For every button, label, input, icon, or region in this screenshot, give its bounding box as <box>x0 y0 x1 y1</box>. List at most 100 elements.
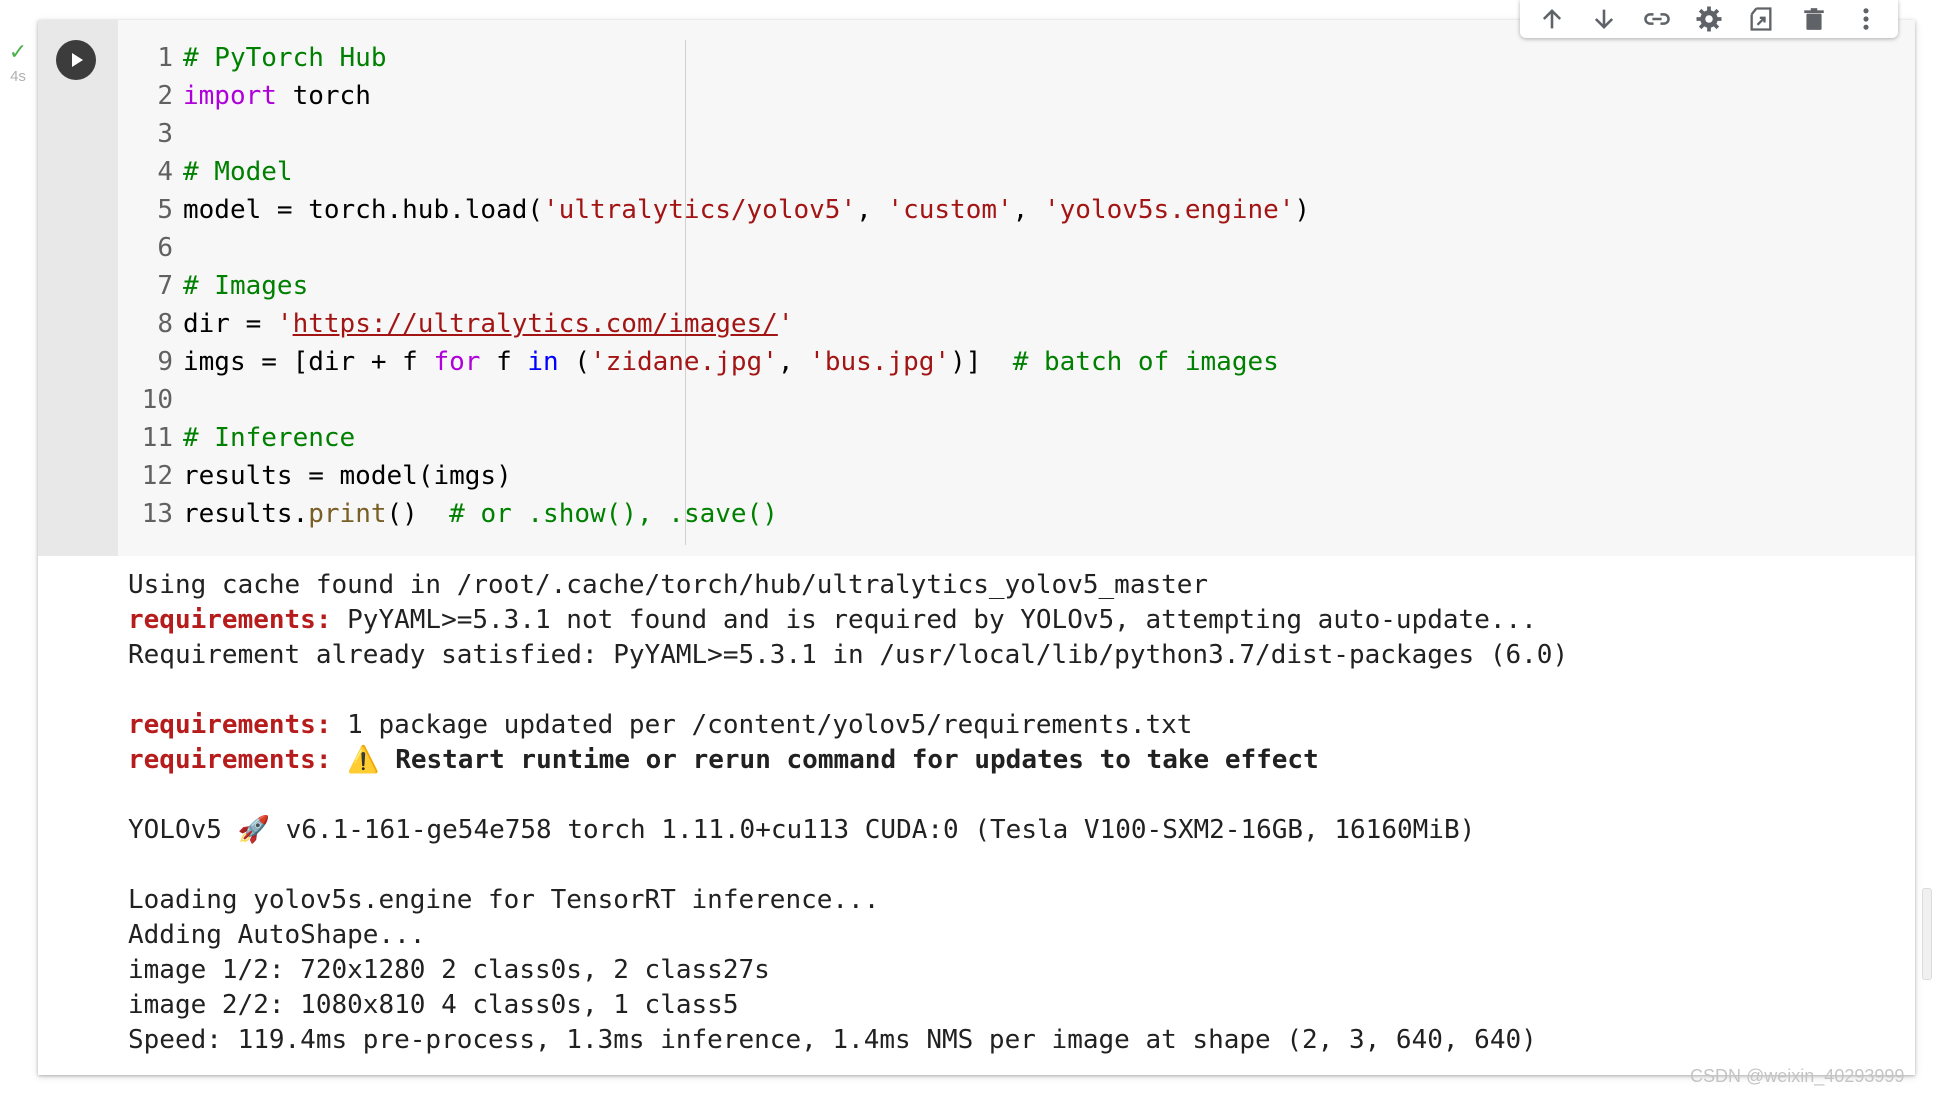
output-token: requirements: <box>128 605 332 635</box>
line-number: 3 <box>157 119 173 149</box>
line-number: 9 <box>157 347 173 377</box>
output-line: Loading yolov5s.engine for TensorRT infe… <box>128 883 1568 918</box>
code-token: 'zidane.jpg' <box>590 347 778 377</box>
line-source: dir = 'https://ultralytics.com/images/' <box>183 305 794 343</box>
mirror-cell-button[interactable] <box>1741 2 1781 36</box>
code-lines: 1# PyTorch Hub 2 import torch 3 4 # Model 5 mod… <box>118 39 1310 533</box>
gear-icon <box>1696 6 1722 32</box>
output-line: requirements: PyYAML>=5.3.1 not found an… <box>128 603 1568 638</box>
cell-toolbar <box>1520 0 1898 38</box>
code-token: in <box>527 347 559 377</box>
code-token: results = model(imgs) <box>183 461 512 491</box>
output-token: Restart runtime or rerun command for upd… <box>395 745 1319 775</box>
line-source: imgs = [dir + f for f in ('zidane.jpg', … <box>183 343 1279 381</box>
output-token: Requirement already satisfied: PyYAML>=5… <box>128 640 1569 670</box>
link-icon <box>1643 13 1670 25</box>
code-line[interactable]: 9 imgs = [dir + f for f in ('zidane.jpg',… <box>118 343 1310 381</box>
scrollbar[interactable] <box>1922 888 1932 980</box>
line-number: 6 <box>157 233 173 263</box>
output-token: YOLOv5 <box>128 815 238 845</box>
line-source: import torch <box>183 77 371 115</box>
code-line[interactable]: 6 <box>118 229 1310 267</box>
line-number: 11 <box>141 423 173 453</box>
output-line: YOLOv5 🚀 v6.1-161-ge54e758 torch 1.11.0+… <box>128 813 1568 848</box>
code-token: , <box>777 347 810 377</box>
code-token: import <box>183 81 277 111</box>
code-token: ' <box>777 309 794 339</box>
code-token: for <box>433 347 481 377</box>
line-number: 10 <box>141 385 173 415</box>
output-line: Requirement already satisfied: PyYAML>=5… <box>128 638 1568 673</box>
code-cell[interactable]: 1# PyTorch Hub 2 import torch 3 4 # Model 5 mod… <box>38 20 1915 1075</box>
mirror-icon <box>1750 7 1772 31</box>
code-editor[interactable]: 1# PyTorch Hub 2 import torch 3 4 # Model 5 mod… <box>118 20 1915 556</box>
output-token: v6.1-161-ge54e758 torch 1.11.0+cu113 CUD… <box>269 815 1476 845</box>
emoji-glyph: 🚀 <box>237 815 270 845</box>
settings-button[interactable] <box>1689 2 1729 36</box>
code-line[interactable]: 1# PyTorch Hub <box>118 39 1310 77</box>
output-token: requirements: <box>128 745 332 775</box>
code-line[interactable]: 7# Images <box>118 267 1310 305</box>
output-line: Using cache found in /root/.cache/torch/… <box>128 568 1568 603</box>
more-vert-icon <box>1863 8 1869 30</box>
output-token: 1 package updated per /content/yolov5/re… <box>331 710 1193 740</box>
code-line[interactable]: 10 <box>118 381 1310 419</box>
output-token: image 2/2: 1080x810 4 class0s, 1 class5 <box>128 990 739 1020</box>
delete-button[interactable] <box>1794 2 1834 36</box>
editor-ruler <box>685 40 686 545</box>
code-token: # Model <box>183 157 293 187</box>
line-number: 2 <box>157 81 173 111</box>
link-button[interactable] <box>1637 2 1677 36</box>
output-token: PyYAML>=5.3.1 not found and is required … <box>331 605 1537 635</box>
code-token: ) <box>1294 195 1311 225</box>
line-source: results.print() # or .show(), .save() <box>183 495 778 533</box>
line-source: # Inference <box>183 419 355 457</box>
line-number: 8 <box>157 309 173 339</box>
output-token: requirements: <box>128 710 332 740</box>
output-token <box>332 745 348 775</box>
code-line[interactable]: 8 dir = 'https://ultralytics.com/images/' <box>118 305 1310 343</box>
cell-status: ✓ 4s <box>0 42 36 86</box>
output-token: Adding AutoShape... <box>128 920 426 950</box>
line-source: model = torch.hub.load('ultralytics/yolo… <box>183 191 1310 229</box>
code-token: () <box>386 499 450 529</box>
line-number: 5 <box>157 195 173 225</box>
code-token: # Images <box>183 271 309 301</box>
code-token: results. <box>183 499 309 529</box>
code-token: model = torch.hub.load( <box>183 195 544 225</box>
move-down-button[interactable] <box>1584 2 1624 36</box>
code-token: # batch of images <box>1012 347 1279 377</box>
output-line: image 1/2: 720x1280 2 class0s, 2 class27… <box>128 953 1568 988</box>
run-cell-button[interactable] <box>56 40 96 80</box>
code-token: f <box>480 347 528 377</box>
output-line <box>128 778 1568 813</box>
code-line[interactable]: 12 results = model(imgs) <box>118 457 1310 495</box>
code-token: 'ultralytics/yolov5' <box>543 195 857 225</box>
code-token: print <box>308 499 387 529</box>
code-token: , <box>1012 195 1044 225</box>
move-up-button[interactable] <box>1532 2 1572 36</box>
output-token: Speed: 119.4ms pre-process, 1.3ms infere… <box>128 1025 1537 1055</box>
line-source: # Images <box>183 267 308 305</box>
code-token: 'custom' <box>887 195 1013 225</box>
output-line: Speed: 119.4ms pre-process, 1.3ms infere… <box>128 1023 1568 1058</box>
code-line[interactable]: 5 model = torch.hub.load('ultralytics/yol… <box>118 191 1310 229</box>
output-token <box>380 745 396 775</box>
line-number: 12 <box>141 461 173 491</box>
code-line[interactable]: 11 # Inference <box>118 419 1310 457</box>
code-token: # or .show(), .save() <box>449 499 778 529</box>
watermark: CSDN @weixin_40293999 <box>1690 1066 1905 1086</box>
line-source: # PyTorch Hub <box>183 39 387 77</box>
code-line[interactable]: 4 # Model <box>118 153 1310 191</box>
output-line <box>128 848 1568 883</box>
code-line[interactable]: 3 <box>118 115 1310 153</box>
play-icon <box>72 53 83 67</box>
line-source: results = model(imgs) <box>183 457 512 495</box>
code-token: 'yolov5s.engine' <box>1043 195 1295 225</box>
more-button[interactable] <box>1846 2 1886 36</box>
code-line[interactable]: 2 import torch <box>118 77 1310 115</box>
code-token[interactable]: https://ultralytics.com/images/ <box>292 309 778 339</box>
output-line <box>128 673 1568 708</box>
line-number: 4 <box>157 157 173 187</box>
